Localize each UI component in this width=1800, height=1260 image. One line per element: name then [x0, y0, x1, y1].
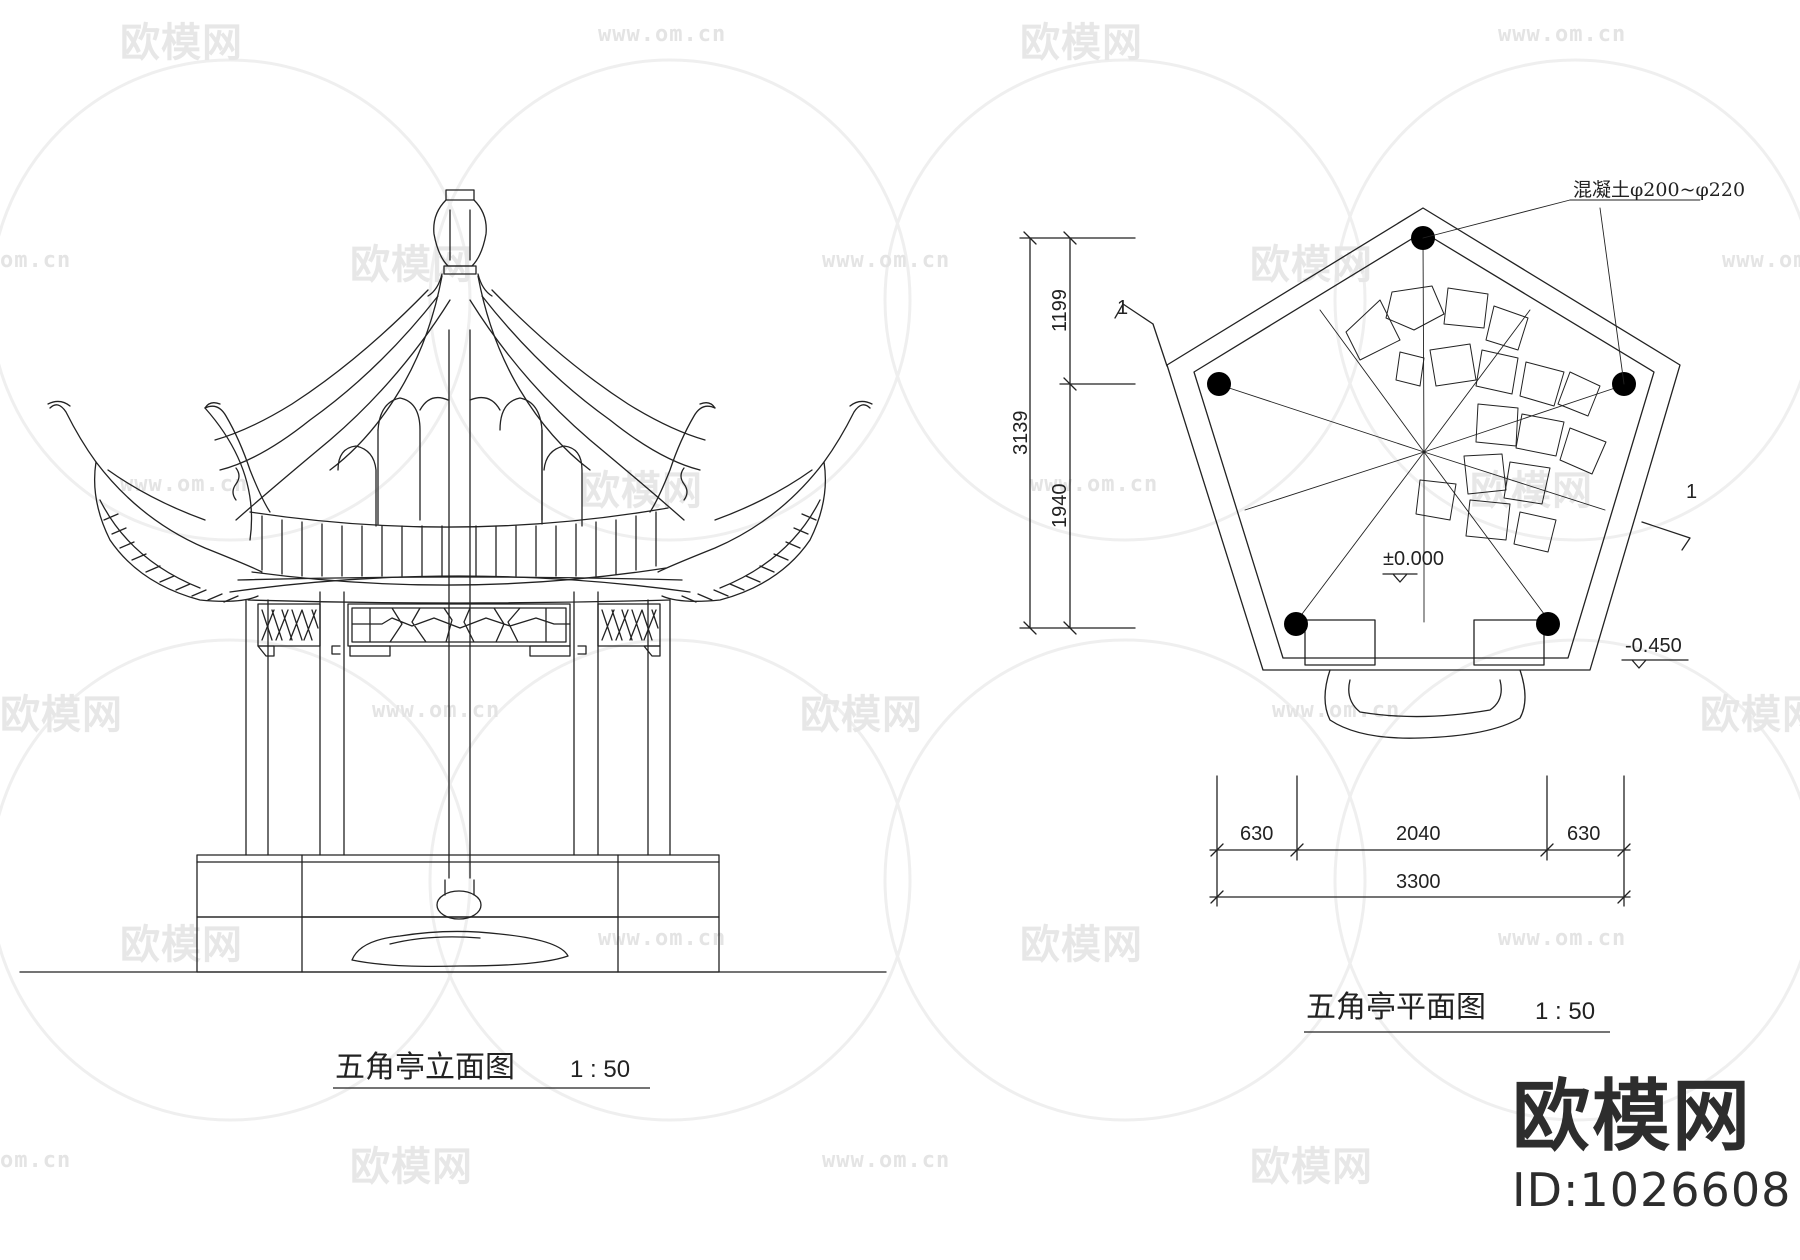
dim-middle: 2040 [1396, 823, 1441, 845]
dim-upper: 1199 [1049, 289, 1071, 332]
plan-scale: 1 : 50 [1535, 998, 1595, 1025]
dim-total-horizontal: 3300 [1396, 871, 1441, 893]
level-ground: -0.450 [1625, 635, 1682, 657]
plan-title: 五角亭平面图 [1306, 990, 1486, 1025]
column-dot [1536, 612, 1560, 636]
dim-total-vertical: 3139 [1010, 411, 1032, 456]
brand-block: 欧模网 ID:1026608 [1512, 1072, 1792, 1218]
dim-left: 630 [1240, 823, 1273, 845]
column-dot [1284, 612, 1308, 636]
paving-stones [1345, 285, 1607, 553]
dim-right: 630 [1567, 823, 1600, 845]
elevation-title: 五角亭立面图 [335, 1050, 515, 1085]
brand-id: ID:1026608 [1512, 1163, 1792, 1217]
brand-name: 欧模网 [1512, 1072, 1753, 1162]
inner-pentagon [1193, 231, 1655, 659]
outer-pentagon [1166, 207, 1681, 671]
column-dot [1207, 372, 1231, 396]
section-mark-right: 1 [1686, 481, 1697, 503]
dim-lower: 1940 [1049, 484, 1071, 529]
column-note: 混凝土φ200~φ220 [1573, 179, 1745, 201]
level-floor: ±0.000 [1383, 548, 1444, 570]
section-mark-left: 1 [1117, 297, 1128, 319]
elevation-scale: 1 : 50 [570, 1056, 630, 1083]
